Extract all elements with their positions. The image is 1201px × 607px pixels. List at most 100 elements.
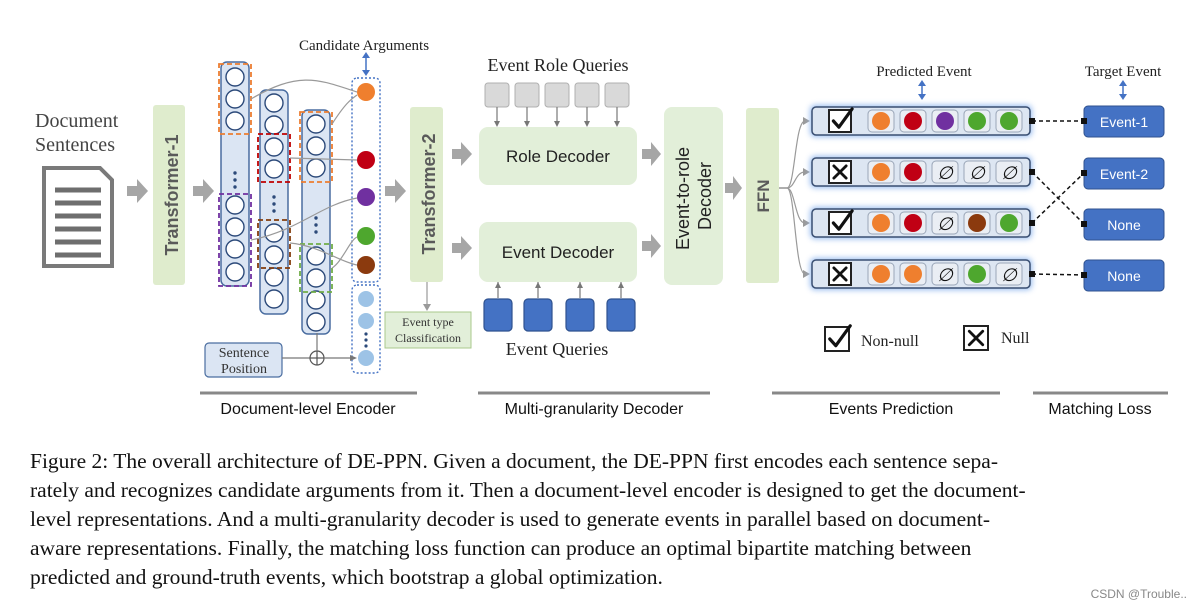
- argument-slot: [931, 262, 959, 286]
- target-event-box: None: [1083, 259, 1165, 292]
- event-type-classification-box: [384, 311, 472, 349]
- non-null-check-icon: [828, 209, 854, 235]
- sentence-feature-nodes: [358, 291, 374, 366]
- argument-node: [968, 112, 986, 130]
- architecture-diagram: Document Sentences Transformer-1: [35, 38, 1168, 418]
- argument-slot: [995, 160, 1023, 184]
- argument-node: [936, 112, 954, 130]
- caption-line: aware representations. Finally, the matc…: [30, 536, 972, 560]
- document-icon: [42, 166, 114, 268]
- caption-line: level representations. And a multi-granu…: [30, 507, 991, 531]
- sentence-features-box: [351, 284, 381, 374]
- document-label-line1: Document: [35, 110, 119, 132]
- non-null-check-icon: [828, 107, 854, 133]
- argument-node: [872, 214, 890, 232]
- event-decoder-label: Event Decoder: [502, 243, 615, 262]
- sentence-position-line2: Position: [221, 362, 267, 377]
- predicted-event-label: Predicted Event: [876, 64, 972, 80]
- argument-node: [872, 112, 890, 130]
- matching-lines: [1029, 118, 1087, 278]
- caption-line: Figure 2: The overall architecture of DE…: [30, 449, 998, 473]
- legend: Non-null Null: [824, 324, 1030, 352]
- candidate-arguments-box: [351, 77, 381, 283]
- flow-arrows: [127, 142, 742, 260]
- argument-slot: [931, 211, 959, 235]
- null-cross-icon: [963, 325, 989, 351]
- non-null-legend-icon: [824, 324, 852, 352]
- target-event-label: Event-1: [1100, 114, 1148, 130]
- event-to-role-decoder-block: [664, 107, 723, 285]
- predicted-event-pointer: [918, 80, 926, 100]
- sentence-encoding-columns: [218, 61, 333, 335]
- candidate-argument-nodes: [357, 83, 375, 274]
- figure-caption: Figure 2: The overall architecture of DE…: [30, 447, 1170, 592]
- candidate-arguments-label: Candidate Arguments: [299, 38, 429, 54]
- watermark: CSDN @Trouble..: [1090, 587, 1187, 601]
- argument-node: [1000, 112, 1018, 130]
- argument-node: [904, 265, 922, 283]
- sentence-position-line1: Sentence: [219, 346, 270, 361]
- target-event-box: None: [1083, 208, 1165, 241]
- null-cross-icon: [828, 160, 852, 184]
- null-argument-symbol: ∅: [1001, 265, 1018, 286]
- event-query-tokens: [483, 282, 636, 332]
- stage-label-decoder: Multi-granularity Decoder: [505, 401, 684, 418]
- ffn-block: [746, 108, 779, 283]
- target-event-label: Event-2: [1100, 166, 1148, 182]
- event-decoder-block: [479, 222, 637, 282]
- predicted-event-row: ∅: [779, 187, 1032, 239]
- argument-node: [872, 265, 890, 283]
- target-event-box: Event-1: [1083, 105, 1165, 138]
- event-role-query-tokens: [484, 82, 630, 127]
- transformer2-label: Transformer-2: [419, 133, 439, 254]
- transformer2-block: [410, 107, 443, 282]
- argument-node: [1000, 214, 1018, 232]
- span-to-argument-links: [250, 79, 358, 269]
- argument-node: [968, 265, 986, 283]
- target-event-box: Event-2: [1083, 157, 1165, 190]
- argument-node: [904, 163, 922, 181]
- stage-label-encoder: Document-level Encoder: [220, 401, 396, 418]
- null-argument-symbol: ∅: [969, 163, 986, 184]
- candidate-arguments-pointer: [362, 52, 370, 76]
- non-null-check-icon: [824, 324, 852, 352]
- predicted-event-row: ∅ ∅ ∅: [779, 156, 1032, 189]
- predicted-event-row: ∅∅: [779, 187, 1032, 290]
- null-argument-symbol: ∅: [937, 214, 954, 235]
- event-role-queries-label: Event Role Queries: [488, 55, 629, 75]
- stage-label-events-prediction: Events Prediction: [829, 401, 954, 418]
- argument-node: [904, 214, 922, 232]
- argument-node: [872, 163, 890, 181]
- role-decoder-label: Role Decoder: [506, 147, 610, 166]
- event-queries-label: Event Queries: [506, 339, 608, 359]
- event-type-label-line2: Classification: [395, 331, 461, 345]
- transformer1-block: [153, 105, 185, 285]
- target-event-pointer: [1119, 80, 1127, 100]
- event-to-role-decoder-label: Event-to-role Decoder: [673, 142, 715, 250]
- null-argument-symbol: ∅: [937, 163, 954, 184]
- argument-slot: [963, 160, 991, 184]
- transformer1-label: Transformer-1: [162, 134, 182, 255]
- argument-slot: [995, 262, 1023, 286]
- predicted-event-rows: ∅∅∅∅∅∅: [779, 105, 1032, 290]
- null-legend-label: Null: [1001, 330, 1030, 347]
- argument-node: [904, 112, 922, 130]
- argument-slot: [931, 160, 959, 184]
- ffn-label: FFN: [754, 179, 773, 212]
- target-event-label: None: [1107, 268, 1141, 284]
- null-argument-symbol: ∅: [1001, 163, 1018, 184]
- event-type-label-line1: Event type: [402, 315, 454, 329]
- caption-line: rately and recognizes candidate argument…: [30, 478, 1026, 502]
- target-event-label: None: [1107, 217, 1141, 233]
- null-argument-symbol: ∅: [937, 265, 954, 286]
- document-label-line2: Sentences: [35, 134, 115, 156]
- target-event-label: Target Event: [1085, 64, 1162, 80]
- null-legend-icon: [963, 325, 989, 351]
- predicted-event-row: [779, 105, 1032, 189]
- role-decoder-block: [479, 127, 637, 185]
- position-add-operator: [282, 333, 357, 366]
- caption-line: predicted and ground-truth events, which…: [30, 565, 663, 589]
- sentence-position-box: [204, 342, 283, 378]
- stage-label-matching-loss: Matching Loss: [1048, 401, 1151, 418]
